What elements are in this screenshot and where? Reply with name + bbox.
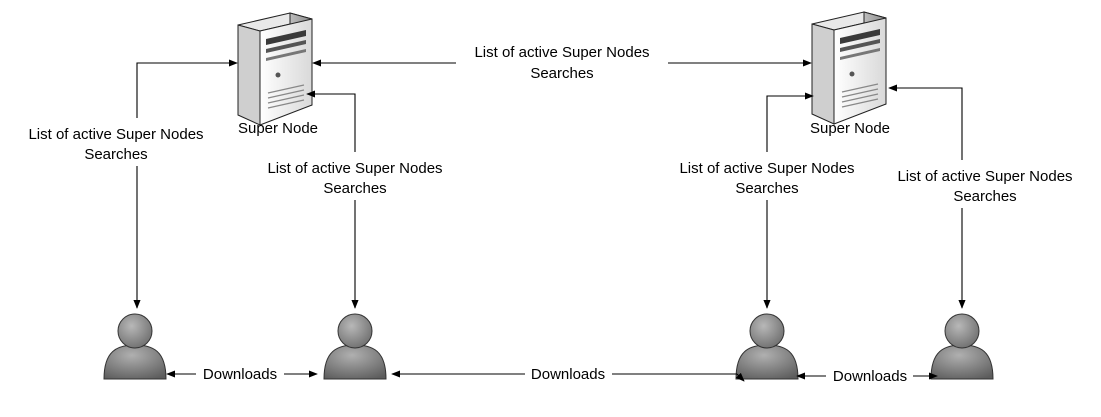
super-node-left: Super Node <box>237 12 318 137</box>
user-icon <box>735 313 799 380</box>
edge-label-line1: List of active Super Nodes <box>474 44 649 61</box>
edge-label-line1: List of active Super Nodes <box>267 160 442 177</box>
edge-download-3-4: Downloads <box>796 368 938 385</box>
edge-servers-link: List of active Super Nodes Searches <box>312 44 812 82</box>
edge-label-line2: Searches <box>84 146 147 163</box>
edge-label-line1: List of active Super Nodes <box>679 160 854 177</box>
edge-server-left-peer2: List of active Super Nodes Searches <box>267 90 443 309</box>
super-node-right: Super Node <box>810 11 890 137</box>
edge-label: Downloads <box>531 366 605 383</box>
edge-label: Downloads <box>203 366 277 383</box>
user-icon <box>323 313 387 380</box>
edge-label-line2: Searches <box>530 65 593 82</box>
edge-label-line1: List of active Super Nodes <box>897 168 1072 185</box>
edge-download-2-3: Downloads <box>391 366 745 383</box>
edge-label: Downloads <box>833 368 907 385</box>
edge-label-line2: Searches <box>953 188 1016 205</box>
edge-label-line1: List of active Super Nodes <box>28 126 203 143</box>
server-icon <box>237 12 313 126</box>
edge-label-line2: Searches <box>323 180 386 197</box>
edge-label-line2: Searches <box>735 180 798 197</box>
edge-server-right-peer3: List of active Super Nodes Searches <box>679 92 855 309</box>
edge-server-left-peer1: List of active Super Nodes Searches <box>28 59 238 309</box>
super-node-left-label: Super Node <box>238 120 318 137</box>
server-icon <box>811 11 887 125</box>
edge-server-right-peer4: List of active Super Nodes Searches <box>888 84 1073 309</box>
edge-download-1-2: Downloads <box>166 366 318 383</box>
user-icon <box>930 313 994 380</box>
super-node-right-label: Super Node <box>810 120 890 137</box>
user-icon <box>103 313 167 380</box>
